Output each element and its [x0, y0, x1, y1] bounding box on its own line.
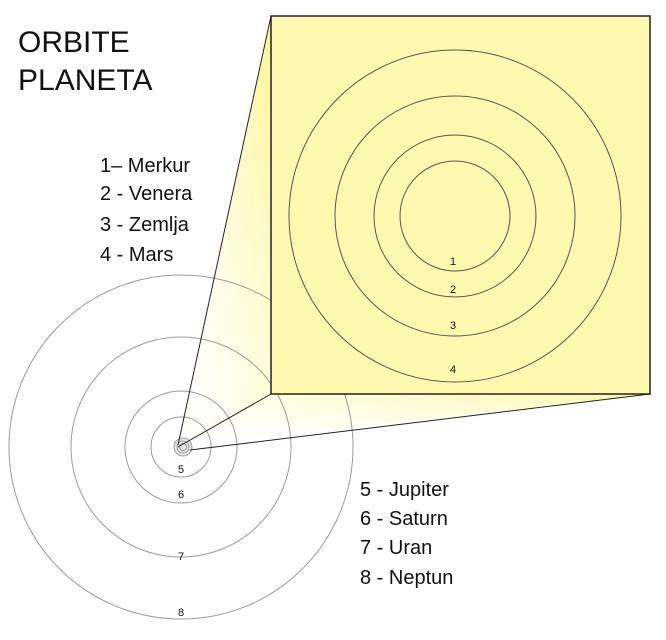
orbit-4	[288, 49, 622, 383]
orbit-label-5: 5	[178, 464, 184, 476]
legend-item-2: 2 - Venera	[100, 183, 193, 205]
title-line-2: PLANETA	[18, 64, 153, 97]
orbit-1	[399, 160, 511, 272]
zoom-box	[270, 15, 651, 395]
orbit-label-1: 1	[450, 256, 456, 268]
orbit-label-2: 2	[450, 284, 456, 296]
inner-orbits	[288, 49, 622, 383]
orbit-3	[334, 95, 576, 337]
orbit-label-7: 7	[178, 551, 184, 563]
orbit-6	[124, 390, 238, 504]
orbit-label-6: 6	[178, 489, 184, 501]
zoom-beam-lower	[178, 394, 650, 446]
orbit-label-3: 3	[450, 320, 456, 332]
legend-item-7: 7 - Uran	[360, 537, 432, 559]
orbit-label-4: 4	[450, 364, 456, 376]
zoom-lines	[177, 15, 651, 451]
legend-item-5: 5 - Jupiter	[360, 479, 449, 501]
legend-item-4: 4 - Mars	[100, 244, 173, 266]
title-line-1: ORBITE	[18, 26, 130, 59]
orbit-label-8: 8	[178, 607, 184, 619]
orbit-7	[70, 336, 292, 558]
outer-orbits	[8, 274, 354, 620]
orbit-8	[8, 274, 354, 620]
legend-item-1: 1– Merkur	[100, 155, 190, 177]
orbit-2	[373, 134, 537, 298]
legend-item-3: 3 - Zemlja	[100, 214, 190, 236]
legend-item-8: 8 - Neptun	[360, 567, 453, 589]
legend-item-6: 6 - Saturn	[360, 508, 448, 530]
